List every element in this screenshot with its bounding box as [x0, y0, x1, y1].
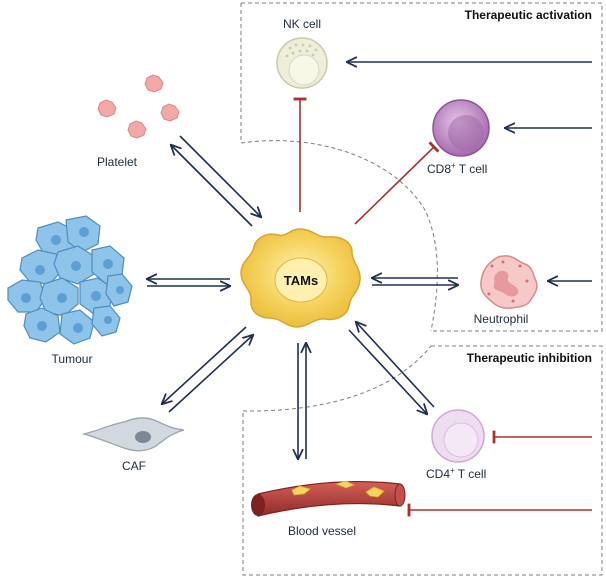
- activation-region-curve: [240, 140, 438, 332]
- neutrophil-tam-arrows: [372, 278, 458, 285]
- tam-cell: TAMs: [240, 228, 361, 328]
- platelet-tam-arrows: [171, 135, 261, 227]
- inhibition-region-curve: [242, 345, 432, 412]
- cd4-label: CD4+ T cell: [426, 466, 486, 481]
- tam-inhibits-cd8: [354, 141, 440, 225]
- cd4-tam-arrows: [348, 322, 435, 414]
- tumour-tam-arrows: [147, 279, 230, 286]
- cd8-cell: CD8+ T cell: [427, 99, 490, 176]
- caf-label: CAF: [122, 459, 146, 473]
- activation-title: Therapeutic activation: [465, 8, 592, 22]
- nk-cell: NK cell: [276, 17, 328, 89]
- platelet-cluster: Platelet: [97, 74, 180, 169]
- cd4-cell: CD4+ T cell: [426, 409, 486, 481]
- nk-label: NK cell: [283, 17, 321, 31]
- vessel-tam-arrows: [298, 343, 306, 459]
- neutrophil-label: Neutrophil: [474, 312, 529, 326]
- caf-cell: CAF: [81, 417, 185, 473]
- neutrophil-cell: Neutrophil: [474, 255, 538, 326]
- inhibition-region-border: [242, 345, 603, 576]
- cd8-label: CD8+ T cell: [427, 161, 487, 176]
- activation-region-border: [240, 2, 603, 332]
- tumour-mass: Tumour: [7, 215, 133, 366]
- platelet-label: Platelet: [97, 155, 138, 169]
- tam-label: TAMs: [284, 273, 318, 288]
- inhibition-title: Therapeutic inhibition: [467, 351, 592, 365]
- tumour-label: Tumour: [52, 352, 93, 366]
- blood-vessel: Blood vessel: [251, 480, 406, 538]
- caf-tam-arrows: [162, 326, 253, 413]
- vessel-label: Blood vessel: [288, 524, 356, 538]
